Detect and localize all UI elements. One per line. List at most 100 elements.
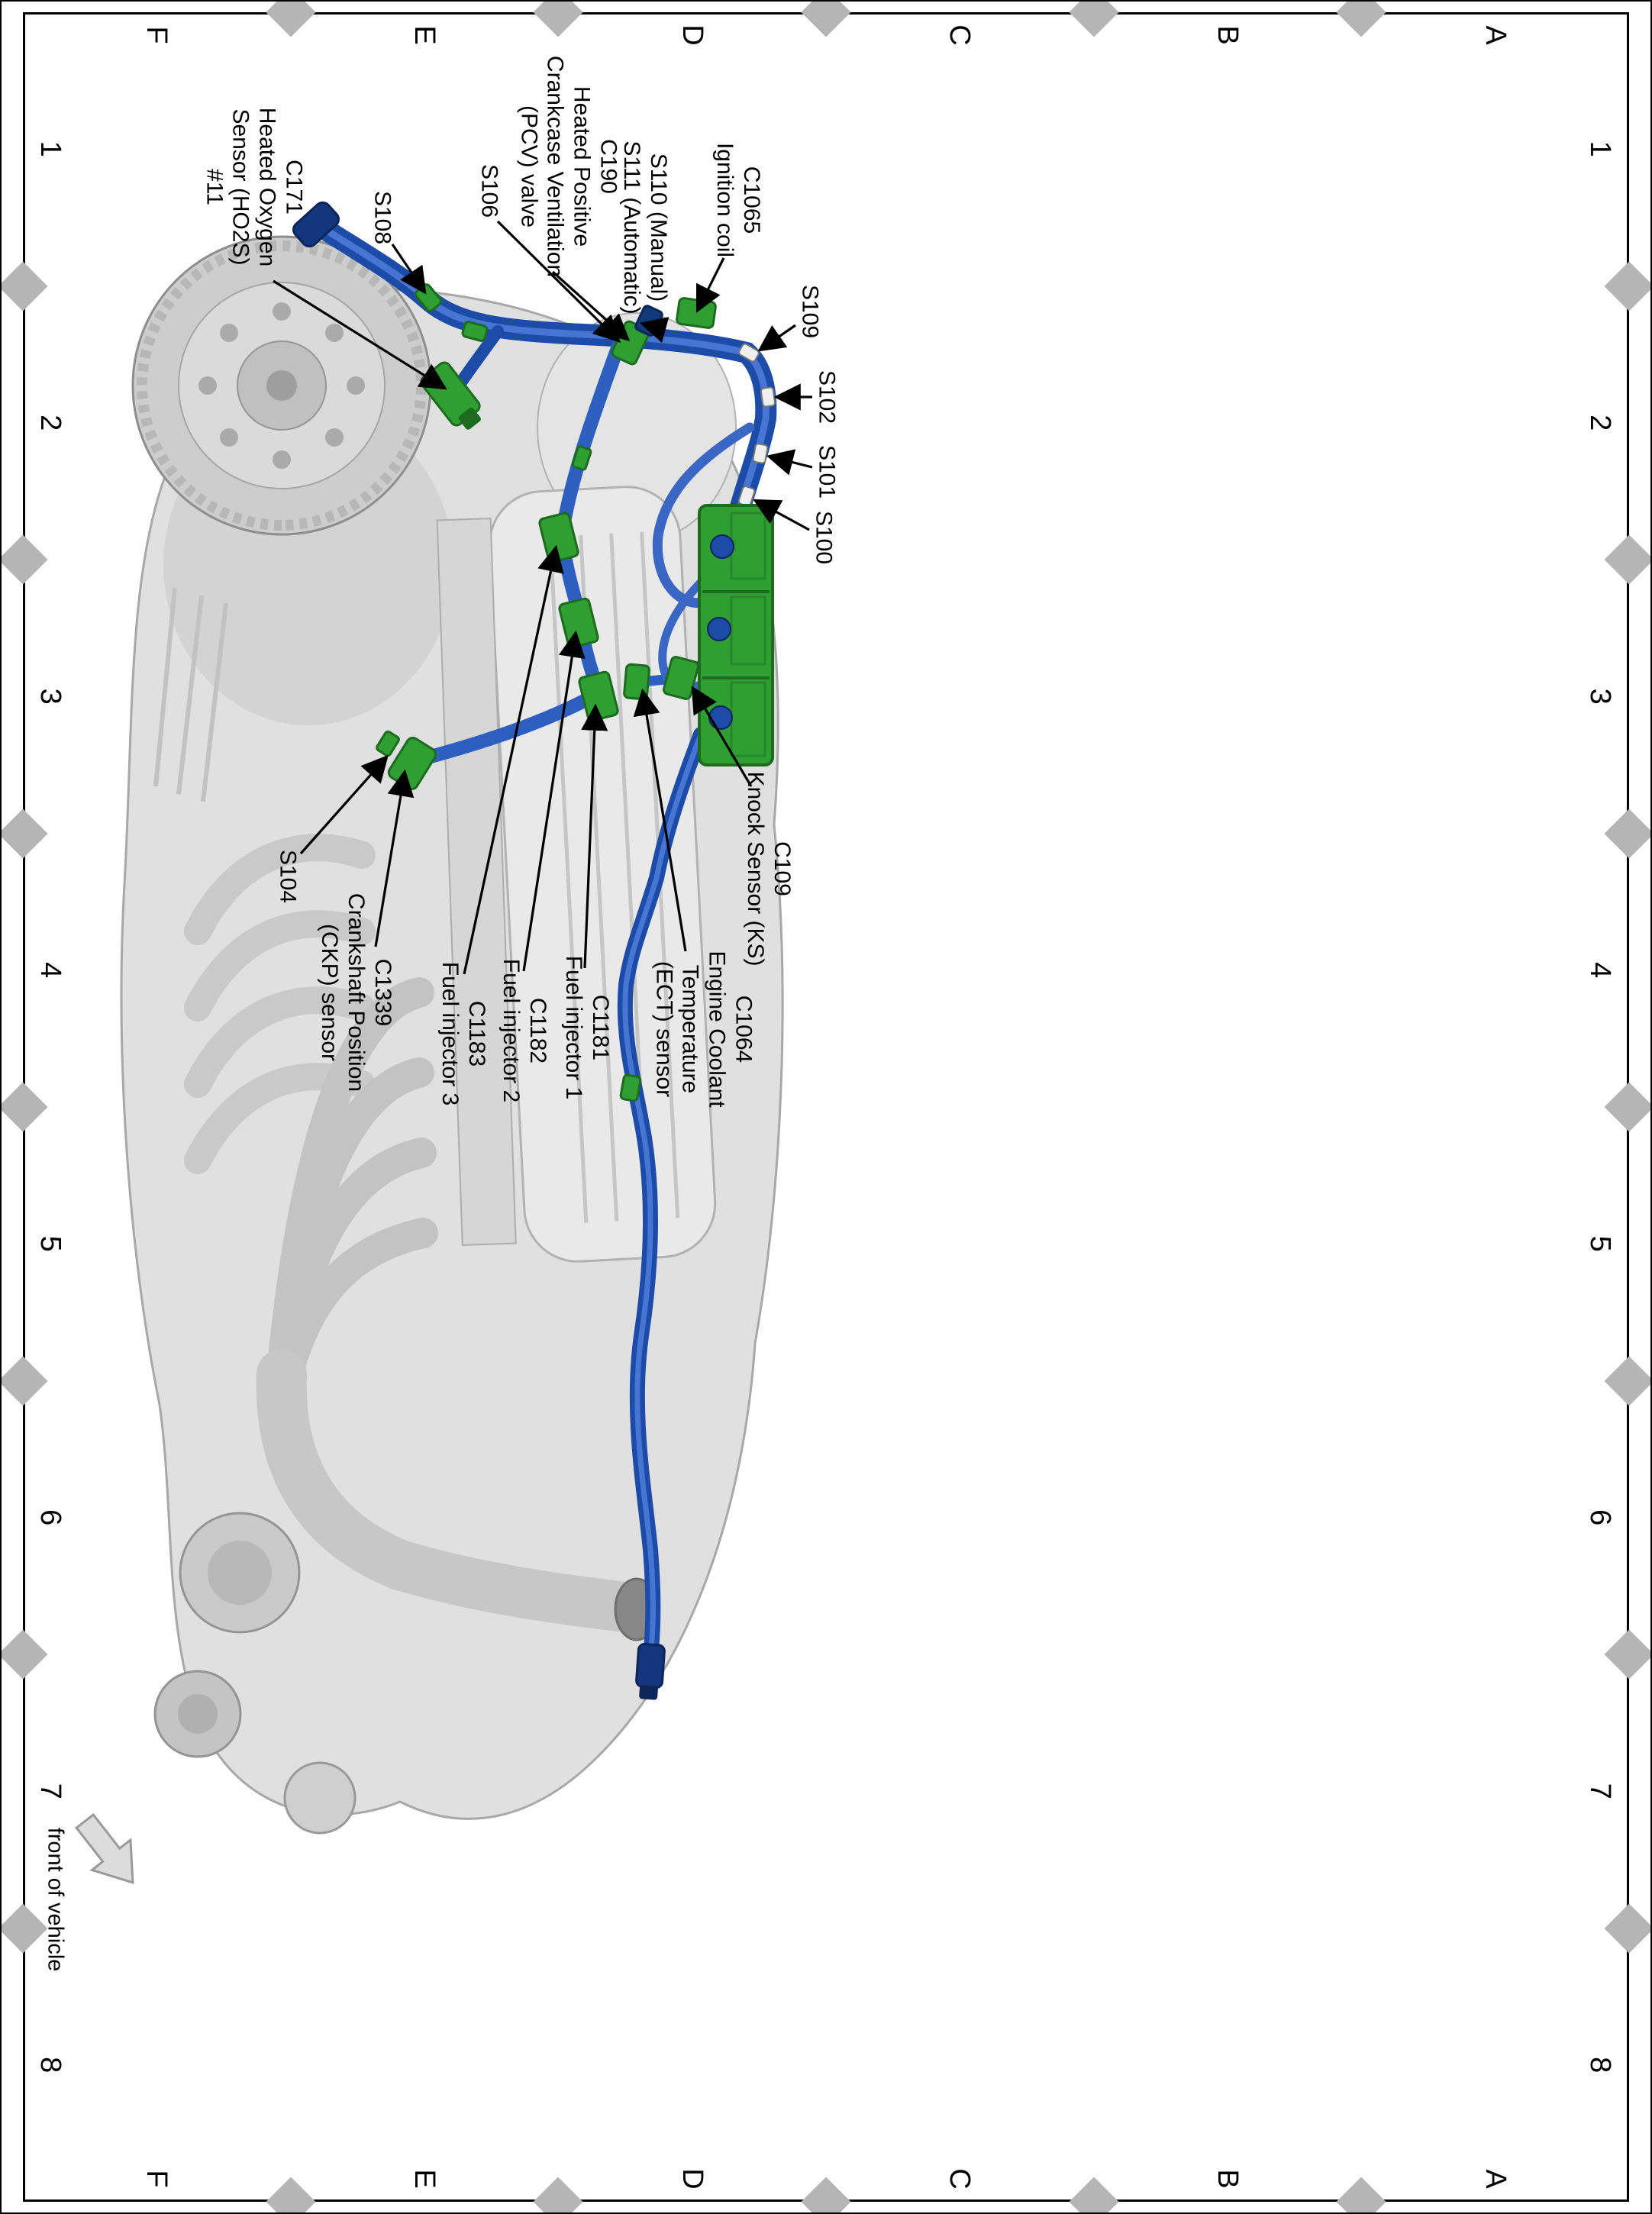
grid-number-top-7: 7	[1584, 1783, 1616, 1799]
grid-number-top-3: 3	[1584, 688, 1616, 705]
callout-C171-line: Sensor (HO2S)	[228, 108, 253, 266]
cylinder-head	[436, 518, 517, 1246]
callout-C171-line: Heated Oxygen	[254, 107, 280, 267]
callout-S109: S109	[796, 284, 823, 339]
grid-number-top-1: 1	[1584, 140, 1616, 157]
grid-letter-left-B: B	[1212, 25, 1244, 45]
callout-C1065-line: C1065	[738, 166, 764, 234]
leader-S100	[753, 499, 810, 531]
grid-number-bottom-6: 6	[34, 1509, 66, 1526]
exhaust-downpipe	[256, 1349, 650, 1632]
coil-connector-block	[698, 504, 774, 767]
leader-S101	[766, 449, 813, 476]
callout-C1339-line: (CKP) sensor	[317, 923, 343, 1062]
grid-letter-right-D: D	[676, 2168, 708, 2190]
callout-S108: S108	[369, 191, 395, 244]
callout-C1064-line: Temperature	[678, 964, 703, 1094]
callout-C171-line: C171	[281, 160, 307, 215]
callout-C190-line: Crankcase Ventilation	[543, 55, 568, 278]
callout-S101: S101	[813, 445, 839, 499]
leader-S109	[757, 324, 796, 352]
grid-number-bottom-2: 2	[34, 415, 66, 431]
grid-number-top-5: 5	[1584, 1235, 1616, 1252]
knock-sensor-connector	[662, 656, 700, 700]
clip-upper	[461, 321, 489, 342]
callout-S110_S111: S110 (Manual)S111 (Automatic)	[618, 140, 671, 314]
grid-number-top-4: 4	[1584, 962, 1616, 979]
clip-s104	[376, 730, 400, 757]
callout-S110_S111-line: S110 (Manual)	[645, 153, 671, 302]
grid-number-bottom-1: 1	[34, 140, 66, 157]
tie-s101	[752, 443, 769, 464]
callout-C171-line: #11	[202, 169, 227, 205]
callout-C1064-line: Engine Coolant	[704, 950, 730, 1108]
callout-S102-line: S102	[814, 370, 840, 424]
grid-number-bottom-8: 8	[34, 2057, 66, 2074]
callout-S106: S106	[476, 164, 502, 218]
callout-C1181-line: Fuel injector 1	[561, 955, 586, 1100]
grid-number-bottom-3: 3	[34, 688, 66, 705]
callout-S110_S111-line: S111 (Automatic)	[619, 140, 644, 315]
pulleys	[153, 1512, 357, 1835]
tie-s102	[760, 386, 776, 408]
grid-letter-left-C: C	[944, 24, 976, 46]
grid-letter-right-A: A	[1479, 2169, 1512, 2189]
leader-C1183	[463, 544, 564, 975]
callout-S100: S100	[810, 511, 836, 564]
grid-letter-right-C: C	[944, 2168, 976, 2190]
slack-loop-1	[652, 422, 755, 608]
leader-C109	[691, 686, 753, 787]
leader-C1064	[633, 688, 687, 952]
callout-S102: S102	[813, 370, 840, 424]
flywheel	[131, 235, 432, 536]
grid-number-top-8: 8	[1584, 2057, 1616, 2074]
callout-C190-line: (PCV) valve	[516, 105, 542, 228]
ect-connector	[623, 663, 650, 701]
callout-C109-line: Knock Sensor (KS)	[743, 771, 768, 967]
leader-S110_S111	[639, 317, 670, 344]
leader-C1181	[581, 703, 608, 969]
rail-clip	[571, 445, 592, 471]
grid-letter-left-A: A	[1479, 25, 1512, 45]
grid-letter-left-E: E	[408, 25, 440, 45]
callout-C1183-line: Fuel injector 3	[437, 961, 463, 1106]
callout-C1064-line: (ECT) sensor	[651, 960, 677, 1098]
grid-number-bottom-5: 5	[34, 1235, 66, 1252]
callout-C1065-line: Ignition coil	[712, 142, 737, 258]
callout-C190-line: Heated Positive	[569, 86, 595, 247]
leader-C190	[551, 270, 631, 341]
callout-C1339-line: C1339	[370, 958, 396, 1027]
leader-C1339	[374, 769, 415, 947]
ignition-coil-connector	[676, 297, 717, 329]
callout-C109-line: C109	[769, 841, 795, 896]
callout-C1339-line: Crankshaft Position	[344, 892, 369, 1092]
grid-letter-right-F: F	[140, 2170, 173, 2188]
leader-lines	[273, 220, 813, 975]
leader-S106	[496, 220, 621, 344]
callout-S109-line: S109	[797, 284, 823, 339]
branch-end-cap	[635, 1642, 666, 1700]
front-of-vehicle-label: front of vehicle	[43, 1827, 68, 1972]
harness-end-cap	[292, 201, 340, 248]
block-ribs	[153, 587, 228, 802]
grid-number-bottom-7: 7	[34, 1783, 66, 1799]
callout-C1182-line: C1182	[524, 997, 550, 1064]
callout-C1183-line: C1183	[463, 1000, 489, 1067]
grid-letter-right-E: E	[408, 2169, 440, 2189]
cable-clip	[619, 1073, 642, 1102]
grid-letter-left-F: F	[140, 26, 173, 44]
grid-number-top-2: 2	[1584, 415, 1616, 431]
grid-letter-right-B: B	[1212, 2169, 1244, 2189]
front-of-vehicle-arrow-icon	[75, 1812, 134, 1885]
leader-C1065	[696, 257, 725, 313]
leader-S108	[391, 244, 427, 295]
leader-C171	[273, 279, 447, 390]
